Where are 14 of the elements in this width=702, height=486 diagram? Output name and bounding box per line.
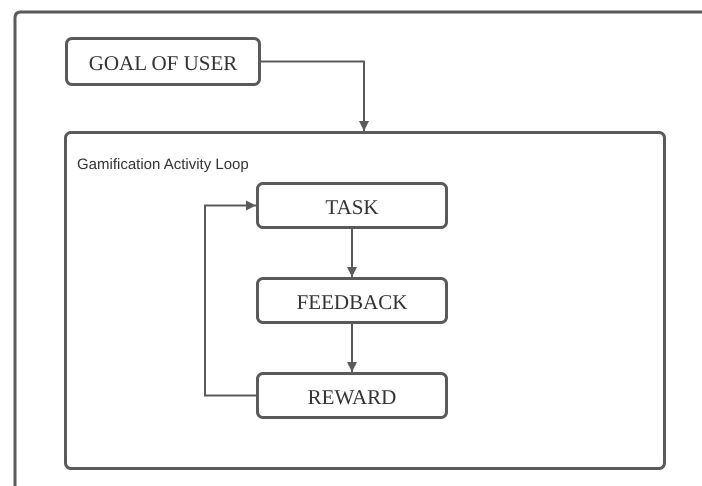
group-box — [64, 131, 666, 470]
box-label: GOAL OF USER — [88, 50, 238, 76]
group-heading: Gamification Activity Loop — [77, 156, 249, 173]
arrow — [204, 200, 256, 396]
box-label: FEEDBACK — [296, 290, 408, 314]
box-label: REWARD — [306, 384, 398, 410]
arrow — [347, 229, 357, 277]
process-box — [256, 182, 448, 229]
box-label: TASK — [324, 194, 380, 220]
arrow — [261, 60, 369, 131]
process-box — [65, 37, 261, 86]
arrow — [347, 324, 357, 372]
process-box — [256, 372, 448, 419]
process-box — [256, 277, 448, 324]
